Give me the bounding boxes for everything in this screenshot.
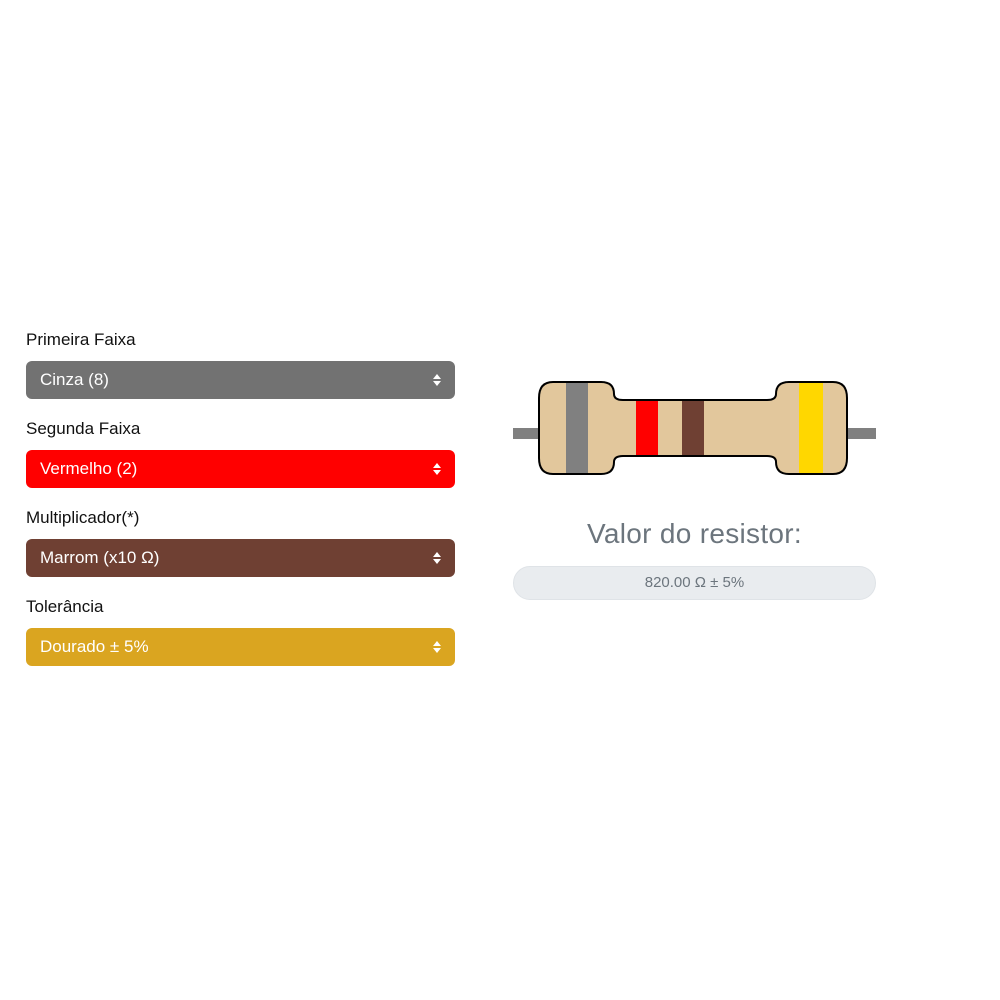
select-arrows-icon <box>433 552 441 564</box>
second-band-value: Vermelho (2) <box>40 459 138 478</box>
tolerance-label: Tolerância <box>26 597 104 616</box>
tolerance-select[interactable]: Dourado ± 5% <box>26 628 455 666</box>
resistor-band-second <box>636 382 658 474</box>
tolerance-value: Dourado ± 5% <box>40 637 149 656</box>
second-band-select[interactable]: Vermelho (2) <box>26 450 455 488</box>
first-band-select[interactable]: Cinza (8) <box>26 361 455 399</box>
resistor-band-multiplier <box>682 382 704 474</box>
resistor-outline <box>538 381 848 475</box>
resistor-lead-right <box>845 428 876 439</box>
resistor-band-first <box>566 382 588 474</box>
resistor-lead-left <box>513 428 543 439</box>
band-selection-form: Primeira Faixa Cinza (8) Segunda Faixa V… <box>26 328 455 684</box>
result-title: Valor do resistor: <box>587 518 802 549</box>
multiplier-label: Multiplicador(*) <box>26 508 140 527</box>
first-band-value: Cinza (8) <box>40 370 109 389</box>
select-arrows-icon <box>433 374 441 386</box>
second-band-label: Segunda Faixa <box>26 419 141 438</box>
multiplier-select[interactable]: Marrom (x10 Ω) <box>26 539 455 577</box>
first-band-label: Primeira Faixa <box>26 330 136 349</box>
resistor-illustration <box>513 381 876 475</box>
result-value-field: 820.00 Ω ± 5% <box>513 566 876 600</box>
resistor-band-tolerance <box>799 382 823 474</box>
multiplier-value: Marrom (x10 Ω) <box>40 548 160 567</box>
select-arrows-icon <box>433 641 441 653</box>
select-arrows-icon <box>433 463 441 475</box>
